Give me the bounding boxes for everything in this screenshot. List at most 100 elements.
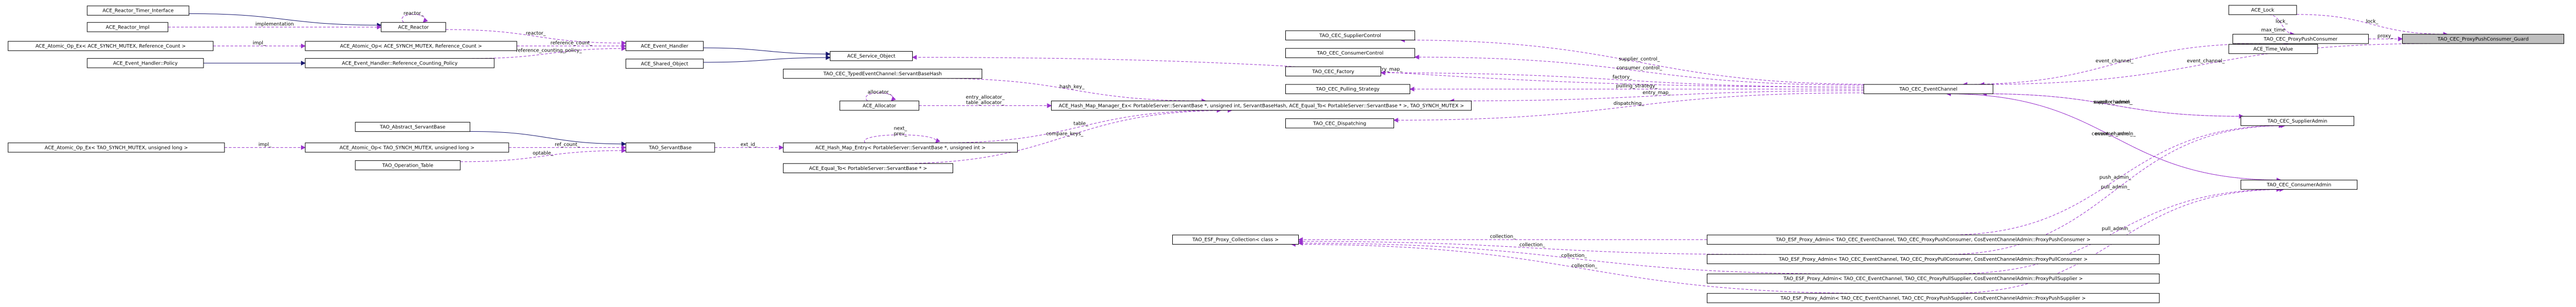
edge-line bbox=[2269, 14, 2295, 37]
node-ace-reactor[interactable]: ACE_Reactor bbox=[381, 22, 446, 32]
node-ace-event-handler-refcount-policy[interactable]: ACE_Event_Handler::Reference_Counting_Po… bbox=[305, 58, 495, 68]
node-ace-atomic-op-ex-count[interactable]: ACE_Atomic_Op_Ex< ACE_SYNCH_MUTEX, Refer… bbox=[8, 41, 214, 51]
node-tao-cec-proxypushconsumer-guard[interactable]: TAO_CEC_ProxyPushConsumer_Guard bbox=[2402, 34, 2565, 44]
node-ace-time-value[interactable]: ACE_Time_Value bbox=[2228, 44, 2318, 54]
node-ace-event-handler[interactable]: ACE_Event_Handler bbox=[625, 41, 704, 51]
node-tao-cec-consumeradmin-box bbox=[2241, 180, 2358, 190]
edge-label-e34: proxy_ bbox=[2377, 33, 2393, 39]
node-tao-esf-proxy-admin-proxypullsupplier[interactable]: TAO_ESF_Proxy_Admin< TAO_CEC_EventChanne… bbox=[1706, 274, 2160, 284]
node-tao-servantbase-label: TAO_ServantBase bbox=[648, 145, 692, 151]
edge-line bbox=[1951, 187, 2281, 275]
edge-line bbox=[912, 55, 1864, 88]
edge-label-text: entry_map_ bbox=[1374, 67, 1403, 72]
node-tao-cec-dispatching[interactable]: TAO_CEC_Dispatching bbox=[1285, 118, 1394, 128]
edge-label-text: factory_ bbox=[1613, 75, 1633, 80]
node-ace-shared-object[interactable]: ACE_Shared_Object bbox=[625, 59, 704, 69]
node-tao-esf-proxy-collection[interactable]: TAO_ESF_Proxy_Collection< class > bbox=[1172, 234, 1299, 245]
edge-tao-cec-proxypushconsumer-to-tao-cec-eventchannel bbox=[1962, 43, 2266, 87]
node-ace-service-object-label: ACE_Service_Object bbox=[847, 54, 895, 59]
node-tao-cec-eventchannel[interactable]: TAO_CEC_EventChannel bbox=[1863, 84, 1993, 94]
edge-tao-operation-table-to-tao-servantbase bbox=[460, 148, 627, 162]
edge-label-text: optable_ bbox=[533, 151, 554, 156]
edge-line bbox=[703, 55, 831, 63]
edge-label-e12: hash_key_ bbox=[1060, 84, 1085, 90]
edge-label-text: pull_admin_ bbox=[2102, 226, 2131, 232]
node-tao-cec-proxypushconsumer-guard-label: TAO_CEC_ProxyPushConsumer_Guard bbox=[2437, 37, 2529, 42]
edge-label-text: entry_map_ bbox=[1642, 90, 1671, 96]
node-tao-operation-table-label: TAO_Operation_Table bbox=[382, 163, 433, 168]
node-ace-allocator[interactable]: ACE_Allocator bbox=[839, 101, 920, 111]
edge-tao-cec-eventchannel-to-ace-service-object bbox=[912, 55, 1864, 88]
node-ace-equal-to[interactable]: ACE_Equal_To< PortableServer::ServantBas… bbox=[783, 163, 954, 174]
node-ace-equal-to-label: ACE_Equal_To< PortableServer::ServantBas… bbox=[809, 166, 927, 172]
node-ace-atomic-op-ulong[interactable]: ACE_Atomic_Op< TAO_SYNCH_MUTEX, unsigned… bbox=[305, 142, 509, 153]
edge-label-e25: pulling_strategy_ bbox=[1616, 84, 1657, 89]
edge-ace-equal-to-to-ace-hash-map-manager-ex bbox=[897, 108, 1233, 164]
edge-label-e43: collection_ bbox=[1572, 263, 1598, 269]
edge-line bbox=[445, 29, 627, 46]
node-ace-hash-map-entry-label: ACE_Hash_Map_Entry< PortableServer::Serv… bbox=[815, 145, 985, 151]
edge-ace-allocator-to-ace-allocator bbox=[865, 92, 897, 102]
edge-label-text: consumer_control_ bbox=[1616, 66, 1662, 71]
edge-label-text: lock_ bbox=[2366, 19, 2378, 24]
edge-line bbox=[1945, 123, 2286, 255]
node-tao-cec-suppliercontrol-box bbox=[1285, 30, 1415, 40]
edge-line bbox=[460, 148, 627, 162]
node-ace-reactor-timer-interface[interactable]: ACE_Reactor_Timer_Interface bbox=[87, 5, 190, 16]
edge-label-text: event_channel_ bbox=[2096, 59, 2134, 64]
node-ace-lock[interactable]: ACE_Lock bbox=[2228, 5, 2297, 15]
node-ace-event-handler-policy-box bbox=[87, 58, 204, 68]
node-tao-operation-table[interactable]: TAO_Operation_Table bbox=[355, 160, 461, 170]
edge-label-text: supplier_admin_ bbox=[2093, 99, 2133, 105]
edge-label-e16: compare_keys_ bbox=[1046, 132, 1083, 137]
node-tao-cec-suppliercontrol[interactable]: TAO_CEC_SupplierControl bbox=[1285, 30, 1415, 40]
edge-label-e19: ref_count_ bbox=[555, 142, 580, 147]
node-tao-abstract-servantbase[interactable]: TAO_Abstract_ServantBase bbox=[355, 122, 471, 132]
edge-label-e26: entry_map_ bbox=[1374, 67, 1403, 72]
edge-line bbox=[1449, 90, 1864, 104]
edge-label-e36: supplier_admin_ bbox=[2093, 99, 2133, 105]
edge-label-text: reference_counting_policy_ bbox=[516, 48, 582, 53]
node-tao-esf-proxy-admin-proxypushconsumer[interactable]: TAO_ESF_Proxy_Admin< TAO_CEC_EventChanne… bbox=[1706, 234, 2160, 245]
node-tao-cec-pulling-strategy[interactable]: TAO_CEC_Pulling_Strategy bbox=[1285, 84, 1410, 94]
node-ace-atomic-op-count[interactable]: ACE_Atomic_Op< ACE_SYNCH_MUTEX, Referenc… bbox=[305, 41, 517, 51]
node-tao-esf-proxy-admin-proxypullconsumer[interactable]: TAO_ESF_Proxy_Admin< TAO_CEC_EventChanne… bbox=[1706, 254, 2160, 265]
node-tao-cec-typedeventchannel-servantbasehash[interactable]: TAO_CEC_TypedEventChannel::ServantBaseHa… bbox=[783, 68, 983, 79]
edge-label-e20: optable_ bbox=[533, 151, 554, 156]
node-tao-cec-consumercontrol[interactable]: TAO_CEC_ConsumerControl bbox=[1285, 48, 1415, 58]
node-tao-cec-factory-box bbox=[1285, 66, 1381, 76]
node-tao-esf-proxy-admin-proxypushconsumer-label: TAO_ESF_Proxy_Admin< TAO_CEC_EventChanne… bbox=[1775, 238, 2090, 243]
edge-label-e40: collection_ bbox=[1490, 234, 1516, 240]
edge-label-e14: table_ bbox=[1074, 121, 1089, 126]
edge-label-e28: dispatching_ bbox=[1614, 101, 1644, 106]
node-ace-service-object[interactable]: ACE_Service_Object bbox=[830, 51, 913, 61]
node-ace-atomic-op-ex-ulong[interactable]: ACE_Atomic_Op_Ex< TAO_SYNCH_MUTEX, unsig… bbox=[8, 142, 225, 153]
edge-label-e2: implementation bbox=[255, 22, 293, 27]
node-tao-cec-consumeradmin-label: TAO_CEC_ConsumerAdmin bbox=[2266, 183, 2332, 188]
edge-label-e11: allocator_ bbox=[867, 90, 891, 95]
node-ace-event-handler-policy[interactable]: ACE_Event_Handler::Policy bbox=[87, 58, 204, 68]
edge-ace-reactor-to-ace-reactor bbox=[402, 14, 428, 23]
node-tao-cec-factory[interactable]: TAO_CEC_Factory bbox=[1285, 66, 1381, 76]
node-tao-esf-proxy-admin-proxypushsupplier[interactable]: TAO_ESF_Proxy_Admin< TAO_CEC_EventChanne… bbox=[1706, 293, 2160, 303]
node-ace-allocator-box bbox=[839, 101, 920, 111]
node-ace-hash-map-entry[interactable]: ACE_Hash_Map_Entry< PortableServer::Serv… bbox=[783, 142, 1018, 153]
node-tao-cec-proxypushconsumer-guard-box bbox=[2402, 34, 2565, 44]
node-tao-servantbase[interactable]: TAO_ServantBase bbox=[625, 142, 715, 153]
edge-tao-esf-proxy-admin-proxypullconsumer-to-tao-cec-supplieradmin bbox=[1945, 123, 2286, 255]
node-tao-cec-supplieradmin-label: TAO_CEC_SupplierAdmin bbox=[2267, 119, 2327, 124]
node-ace-atomic-op-ex-count-box bbox=[8, 41, 214, 51]
node-ace-reactor-impl[interactable]: ACE_Reactor_Impl bbox=[87, 22, 169, 32]
node-tao-cec-supplieradmin[interactable]: TAO_CEC_SupplierAdmin bbox=[2241, 116, 2355, 126]
node-tao-cec-pulling-strategy-box bbox=[1285, 84, 1410, 94]
node-tao-cec-consumeradmin[interactable]: TAO_CEC_ConsumerAdmin bbox=[2241, 180, 2358, 190]
edge-label-text: impl_ bbox=[258, 142, 271, 147]
edge-tao-esf-proxy-admin-proxypullconsumer-to-tao-esf-proxy-collection bbox=[1298, 239, 1766, 255]
edge-line bbox=[1414, 54, 1864, 85]
edge-tao-cec-eventchannel-to-tao-cec-consumercontrol bbox=[1414, 54, 1864, 85]
node-tao-operation-table-box bbox=[355, 160, 461, 170]
node-ace-hash-map-manager-ex-label: ACE_Hash_Map_Manager_Ex< PortableServer:… bbox=[1059, 103, 1464, 109]
node-ace-hash-map-manager-ex[interactable]: ACE_Hash_Map_Manager_Ex< PortableServer:… bbox=[1051, 101, 1472, 111]
node-tao-cec-proxypushconsumer[interactable]: TAO_CEC_ProxyPushConsumer bbox=[2232, 34, 2369, 44]
